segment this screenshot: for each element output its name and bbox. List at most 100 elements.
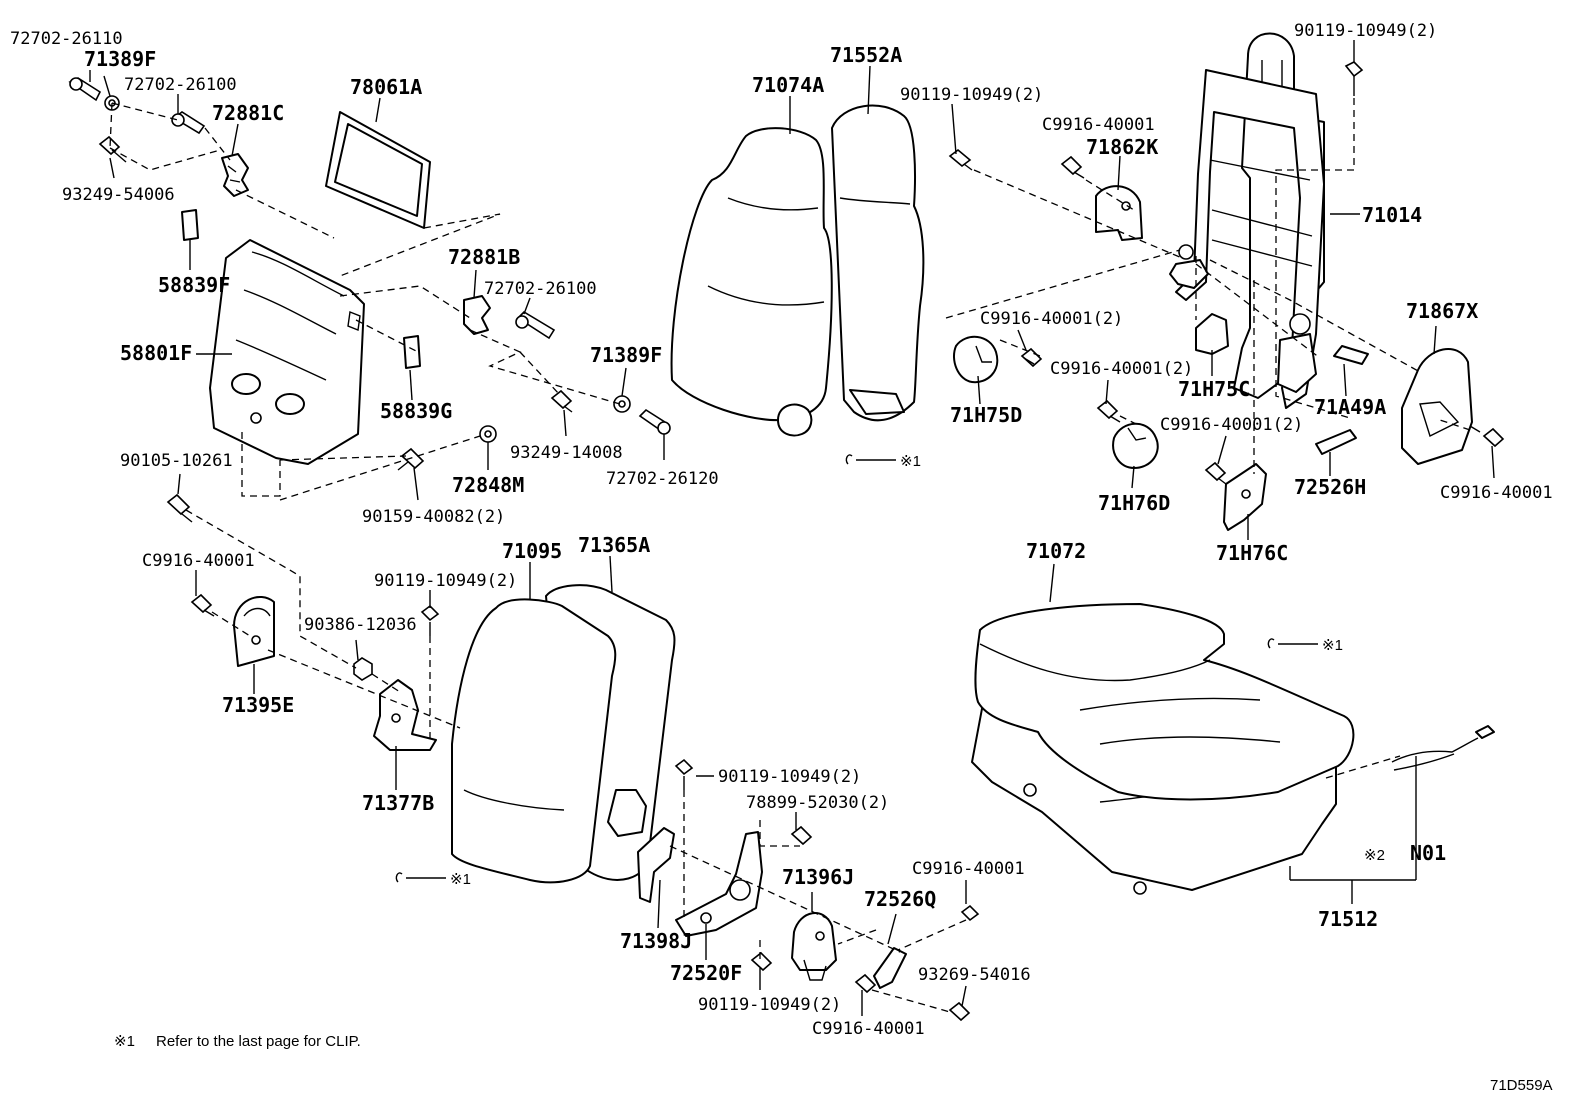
bracket-71H75C[interactable]	[1195, 313, 1229, 355]
seatback-cover-58801F[interactable]	[209, 239, 365, 465]
clip-mark-text-1: ※1	[900, 453, 921, 470]
label-90386-12036: 90386-12036	[304, 615, 417, 635]
bracket-71H76C[interactable]	[1223, 463, 1267, 531]
clip-mark-text-2: ※1	[450, 871, 471, 888]
screw-90159-40082[interactable]	[397, 447, 425, 471]
label-90119-10949-c: 90119-10949(2)	[374, 571, 517, 591]
screw-93249-14008[interactable]	[550, 389, 573, 413]
label-71074A: 71074A	[752, 73, 824, 97]
screw-C9916-40001-c[interactable]	[1096, 399, 1121, 423]
screw-C9916-40001-e[interactable]	[1469, 425, 1505, 448]
clip-mark-text-3: ※1	[1322, 637, 1343, 654]
screw-C9916-40001-a[interactable]	[1060, 155, 1085, 179]
screw-C9916-40001-d[interactable]	[1204, 461, 1227, 485]
screw-C9916-40001-f[interactable]	[190, 593, 215, 617]
cover-71H75D[interactable]	[953, 336, 999, 384]
label-71862K: 71862K	[1086, 135, 1158, 159]
label-93269-54016: 93269-54016	[918, 965, 1031, 985]
seat-cushion-71072[interactable]	[974, 603, 1355, 801]
label-C9916-40001-g: C9916-40001	[912, 859, 1025, 879]
label-71H75D: 71H75D	[950, 403, 1022, 427]
clip-mark-text-4: ※2	[1364, 847, 1385, 864]
label-72526H: 72526H	[1294, 475, 1366, 499]
label-C9916-40001-h: C9916-40001	[812, 1019, 925, 1039]
label-C9916-40001-e: C9916-40001	[1440, 483, 1553, 503]
panel-78061A[interactable]	[325, 111, 431, 229]
bolt-72702-26100-a[interactable]	[171, 111, 206, 135]
part-71A49A[interactable]	[1333, 345, 1369, 365]
label-72881C: 72881C	[212, 101, 284, 125]
label-78061A: 78061A	[350, 75, 422, 99]
screw-93269-54016[interactable]	[948, 1001, 971, 1022]
label-90159-40082: 90159-40082(2)	[362, 507, 505, 527]
pad-58839F[interactable]	[181, 209, 199, 241]
bolt-90119-10949-d[interactable]	[674, 758, 694, 790]
hinge-71377B[interactable]	[373, 679, 437, 751]
label-71552A: 71552A	[830, 43, 902, 67]
label-72881B: 72881B	[448, 245, 520, 269]
nut-90386-12036[interactable]	[353, 657, 373, 681]
label-C9916-40001-b: C9916-40001(2)	[980, 309, 1123, 329]
label-58839F: 58839F	[158, 273, 230, 297]
bolt-72702-26110[interactable]	[68, 77, 102, 102]
seatback-71095[interactable]	[451, 598, 617, 884]
wire-harness-N01[interactable]	[1391, 725, 1495, 771]
cover-71867X[interactable]	[1401, 348, 1473, 465]
label-90105-10261: 90105-10261	[120, 451, 233, 471]
label-71H76C: 71H76C	[1216, 541, 1288, 565]
label-72702-26100-a: 72702-26100	[124, 75, 237, 95]
label-72702-26100-b: 72702-26100	[484, 279, 597, 299]
cover-71396J[interactable]	[791, 912, 837, 981]
footnote-text: Refer to the last page for CLIP.	[156, 1033, 361, 1050]
bolt-90105-10261[interactable]	[166, 493, 193, 523]
label-72520F: 72520F	[670, 961, 742, 985]
latch-72881B[interactable]	[463, 295, 491, 335]
bolt-90119-10949-a[interactable]	[948, 148, 973, 171]
screw-C9916-40001-h[interactable]	[854, 973, 877, 994]
label-71072: 71072	[1026, 539, 1086, 563]
seatback-71074A[interactable]	[670, 127, 833, 437]
label-71A49A: 71A49A	[1314, 395, 1386, 419]
nut-71389F-b[interactable]	[613, 395, 631, 413]
pad-58839G[interactable]	[403, 335, 421, 369]
label-C9916-40001-f: C9916-40001	[142, 551, 255, 571]
bolt-90119-10949-e[interactable]	[750, 951, 773, 972]
label-71389F-a: 71389F	[84, 47, 156, 71]
bolt-72702-26100-b[interactable]	[515, 310, 556, 340]
label-71095: 71095	[502, 539, 562, 563]
cover-71395E[interactable]	[233, 596, 275, 667]
nut-72848M[interactable]	[479, 425, 497, 443]
trim-72526Q[interactable]	[873, 947, 907, 989]
label-72848M: 72848M	[452, 473, 524, 497]
label-72702-26120: 72702-26120	[606, 469, 719, 489]
label-78899-52030: 78899-52030(2)	[746, 793, 889, 813]
bolt-78899-52030[interactable]	[790, 825, 813, 846]
label-90119-10949-a: 90119-10949(2)	[900, 85, 1043, 105]
trim-72526H[interactable]	[1315, 429, 1357, 455]
label-71867X: 71867X	[1406, 299, 1478, 323]
screw-C9916-40001-b[interactable]	[1020, 347, 1043, 368]
clip-mark-1	[845, 454, 896, 465]
frame-71014[interactable]	[1169, 32, 1325, 409]
label-93249-54006: 93249-54006	[62, 185, 175, 205]
screw-C9916-40001-g[interactable]	[960, 904, 980, 922]
bolt-72702-26120[interactable]	[638, 408, 671, 435]
label-71395E: 71395E	[222, 693, 294, 717]
cover-71H76D[interactable]	[1112, 422, 1159, 469]
bracket-71398J[interactable]	[637, 827, 675, 903]
label-N01: N01	[1410, 841, 1446, 865]
diagram-id: 71D559A	[1490, 1077, 1553, 1094]
label-71H75C: 71H75C	[1178, 377, 1250, 401]
label-90119-10949-e: 90119-10949(2)	[698, 995, 841, 1015]
latch-72881C[interactable]	[221, 153, 249, 197]
label-C9916-40001-a: C9916-40001	[1042, 115, 1155, 135]
label-71377B: 71377B	[362, 791, 434, 815]
hinge-72520F[interactable]	[675, 831, 763, 937]
bolt-90119-10949-b[interactable]	[1344, 61, 1364, 96]
label-58839G: 58839G	[380, 399, 452, 423]
bolt-90119-10949-c[interactable]	[420, 604, 440, 636]
label-71396J: 71396J	[782, 865, 854, 889]
label-72702-26110: 72702-26110	[10, 29, 123, 49]
label-90119-10949-d: 90119-10949(2)	[718, 767, 861, 787]
seatback-71552A[interactable]	[831, 104, 925, 422]
